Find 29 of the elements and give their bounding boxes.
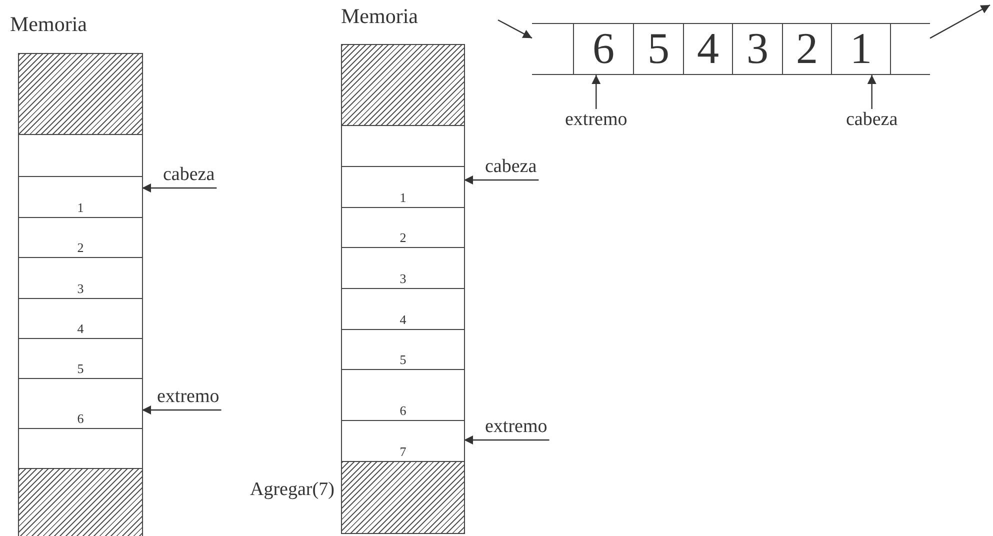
queue-slot <box>891 23 930 75</box>
queue-cell: 5 <box>633 23 684 75</box>
pointer-label: extremo <box>485 417 548 437</box>
memory-heading: Memoria <box>341 4 418 28</box>
pointer-arrow <box>142 184 217 192</box>
pointer-arrow <box>867 75 876 109</box>
pointer-label: extremo <box>565 110 628 130</box>
queue-slot <box>532 23 573 75</box>
queue-cell: 1 <box>831 23 891 75</box>
reserved-memory-block <box>19 469 142 536</box>
memory-heading: Memoria <box>10 12 87 36</box>
pointer-label: cabeza <box>846 110 898 130</box>
pointer-arrow <box>498 19 532 39</box>
pointer-label: extremo <box>157 387 220 407</box>
operation-label: Agregar(7) <box>250 478 334 502</box>
queue-cell: 2 <box>782 23 832 75</box>
reserved-memory-block <box>342 45 464 126</box>
pointer-label: cabeza <box>485 157 537 177</box>
pointer-arrow <box>930 4 990 39</box>
pointer-arrow <box>592 75 601 109</box>
pointer-arrow <box>142 406 222 414</box>
pointer-label: cabeza <box>163 165 215 185</box>
queue-cell: 3 <box>732 23 783 75</box>
queue-cell: 6 <box>573 23 634 75</box>
pointer-arrow <box>464 176 539 184</box>
reserved-memory-block <box>19 54 142 135</box>
pointer-arrow <box>464 436 550 444</box>
queue-cell: 4 <box>683 23 733 75</box>
reserved-memory-block <box>342 462 464 534</box>
